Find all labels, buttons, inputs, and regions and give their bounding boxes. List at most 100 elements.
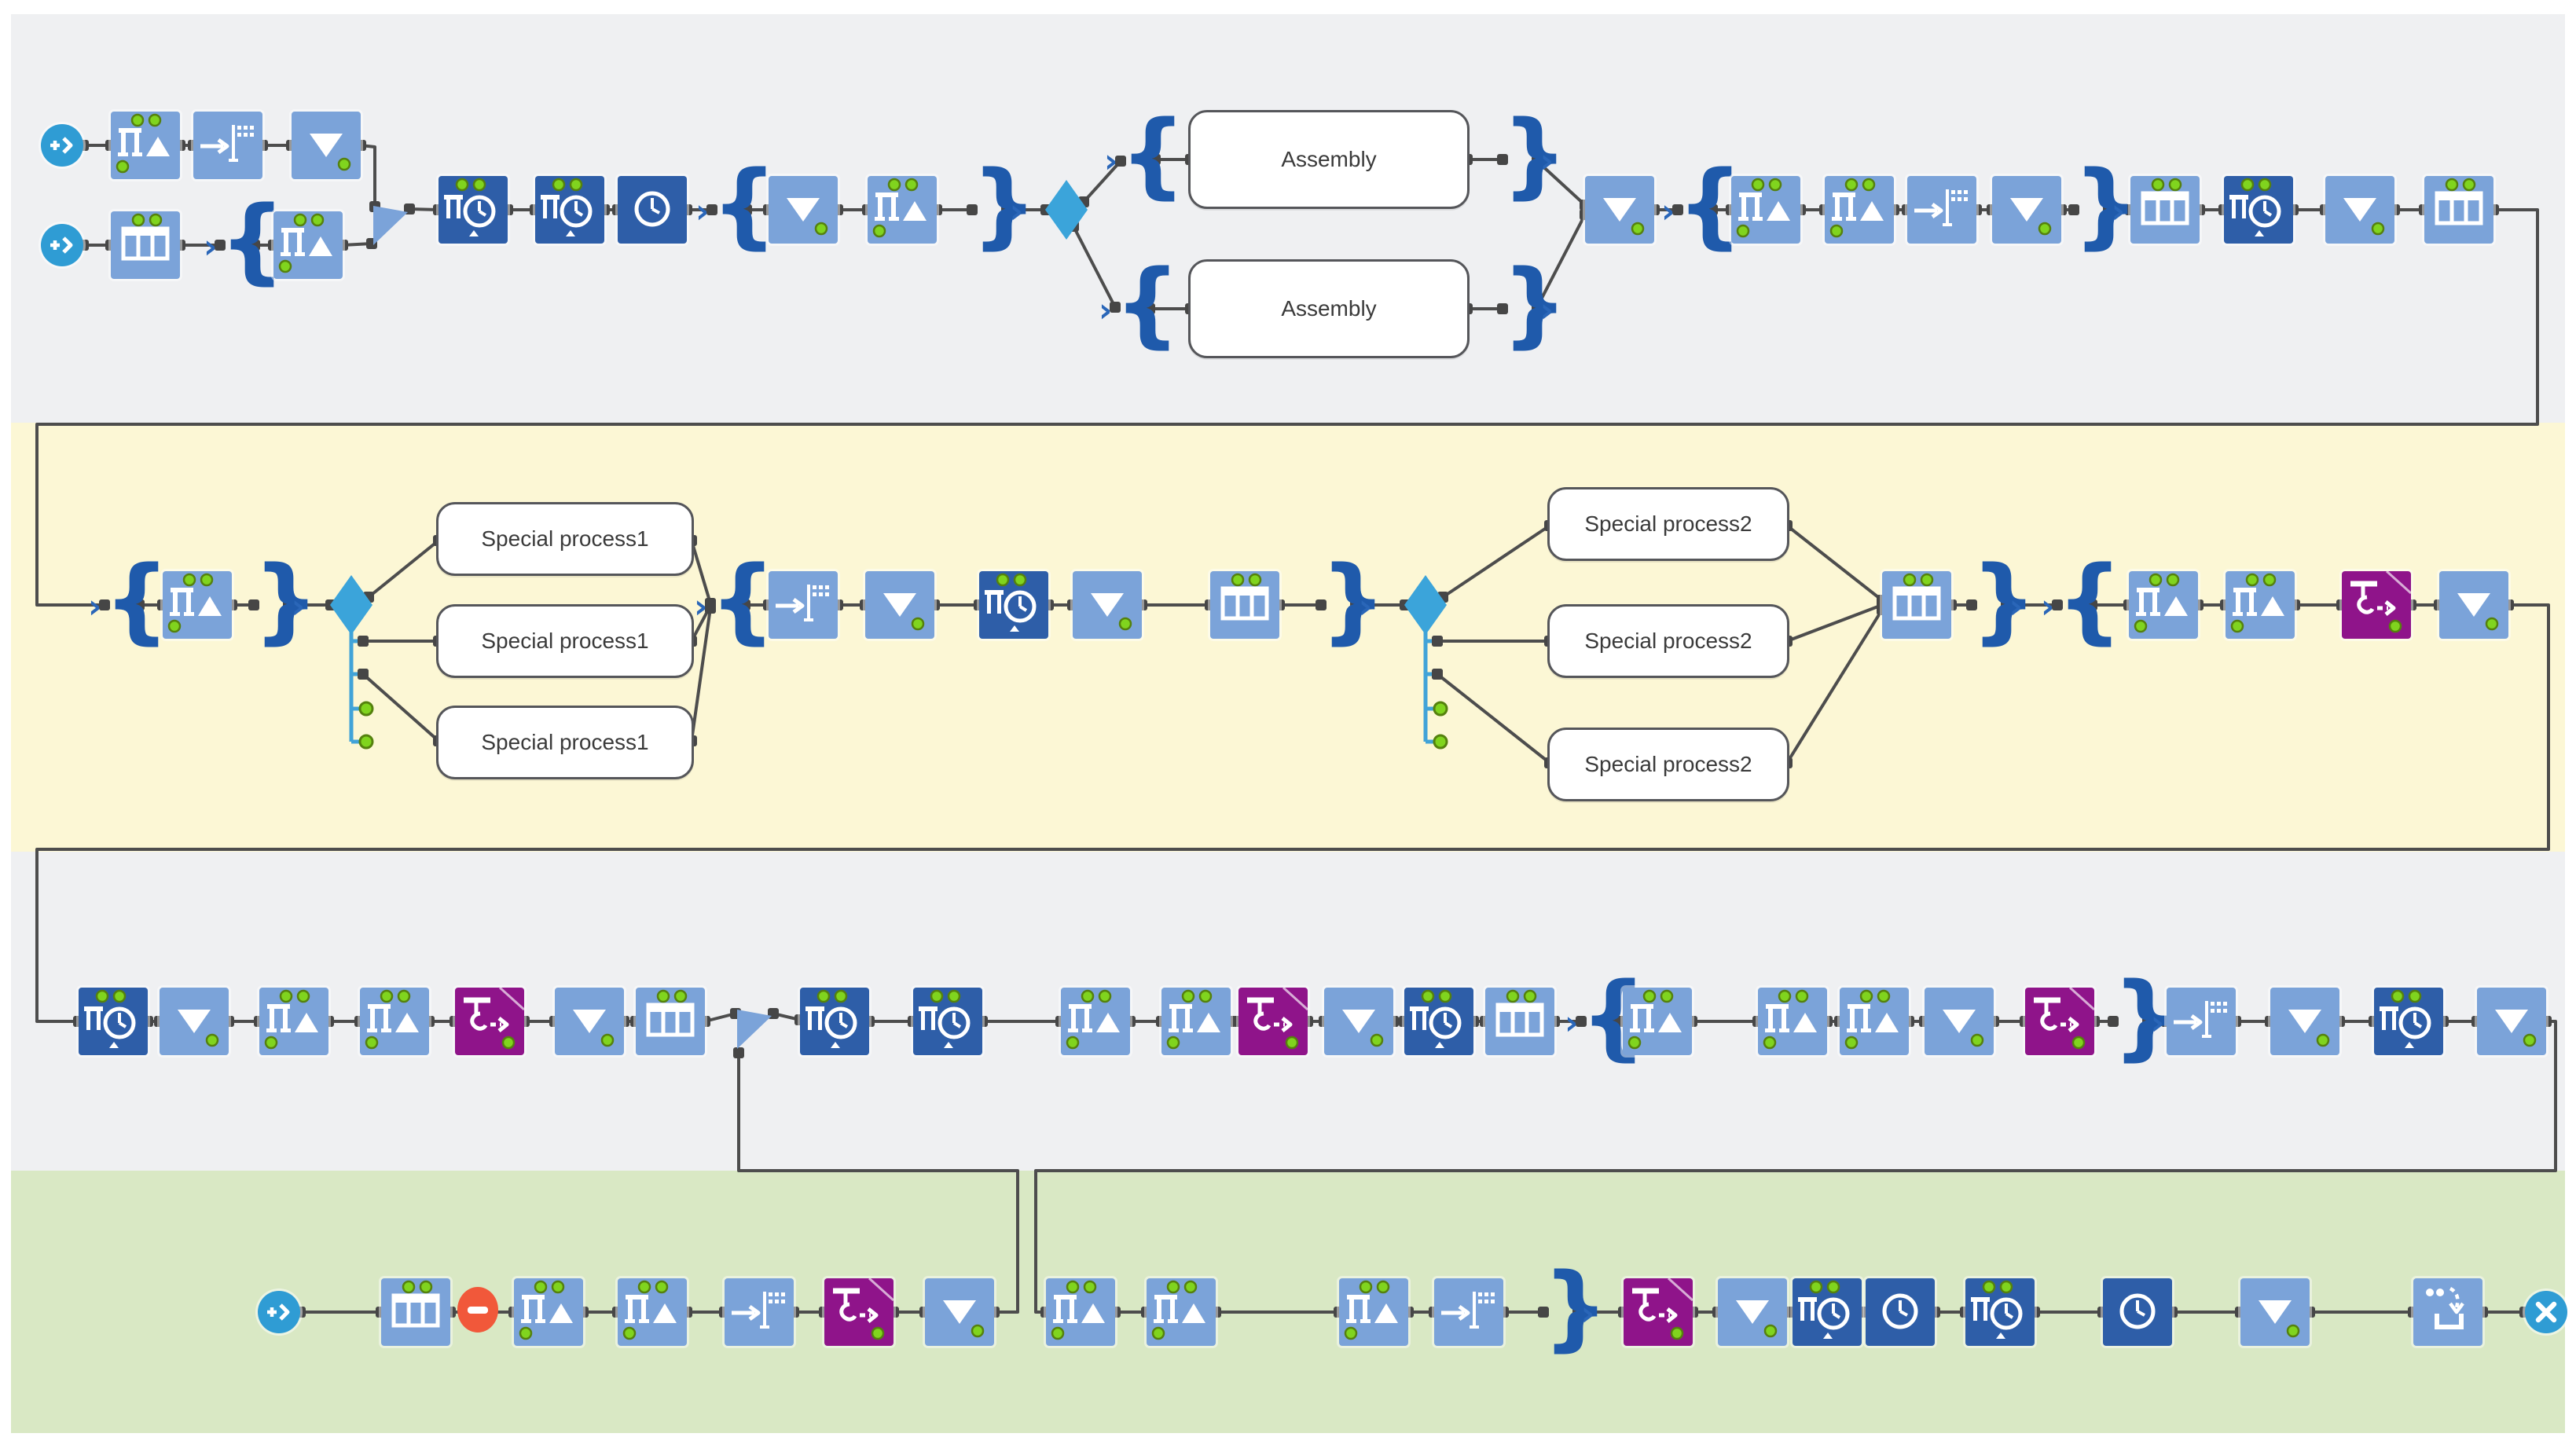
timed-station-block[interactable] xyxy=(800,988,869,1055)
signal-flag-block[interactable] xyxy=(725,1278,794,1346)
free-exit-port[interactable] xyxy=(1433,734,1448,750)
close-brace-connector[interactable]: }› xyxy=(2073,150,2140,258)
process-label[interactable]: Special process1 xyxy=(436,502,694,576)
process-label[interactable]: Assembly xyxy=(1188,110,1470,209)
store-exit-block[interactable] xyxy=(2413,1278,2482,1346)
station-block[interactable] xyxy=(259,988,328,1055)
process-label[interactable]: Special process2 xyxy=(1547,728,1789,801)
station-block[interactable] xyxy=(273,211,343,279)
open-brace-connector[interactable]: {› xyxy=(1661,150,1744,258)
table-block[interactable] xyxy=(381,1278,450,1346)
decision-diamond[interactable] xyxy=(1404,574,1448,636)
close-brace-connector[interactable]: }› xyxy=(1502,249,1569,357)
buffer-block[interactable] xyxy=(2325,176,2394,244)
transfer-out-block[interactable] xyxy=(1624,1278,1693,1346)
station-block[interactable] xyxy=(1339,1278,1408,1346)
buffer-block[interactable] xyxy=(555,988,624,1055)
station-block[interactable] xyxy=(2129,571,2198,639)
merge-connector[interactable] xyxy=(736,1009,772,1050)
buffer-block[interactable] xyxy=(292,112,361,179)
station-block[interactable] xyxy=(1147,1278,1216,1346)
open-brace-connector[interactable]: {› xyxy=(1099,249,1181,357)
delay-block[interactable] xyxy=(618,176,687,244)
delay-block[interactable] xyxy=(2103,1278,2172,1346)
station-block[interactable] xyxy=(111,112,180,179)
source-start-node[interactable] xyxy=(41,124,83,167)
close-brace-connector[interactable]: }› xyxy=(1320,545,1387,654)
open-brace-connector[interactable]: {› xyxy=(1565,962,1647,1070)
station-block[interactable] xyxy=(514,1278,583,1346)
source-start-node[interactable] xyxy=(41,224,83,266)
buffer-block[interactable] xyxy=(2477,988,2546,1055)
open-brace-connector[interactable]: {› xyxy=(204,185,286,294)
free-exit-port[interactable] xyxy=(358,701,374,717)
table-block[interactable] xyxy=(636,988,705,1055)
process-label[interactable]: Special process2 xyxy=(1547,487,1789,561)
buffer-block[interactable] xyxy=(1073,571,1142,639)
signal-flag-block[interactable] xyxy=(769,571,838,639)
delay-block[interactable] xyxy=(1866,1278,1935,1346)
station-block[interactable] xyxy=(1161,988,1231,1055)
table-block[interactable] xyxy=(1882,571,1951,639)
buffer-block[interactable] xyxy=(2240,1278,2310,1346)
blocked-marker[interactable] xyxy=(457,1287,498,1333)
buffer-block[interactable] xyxy=(865,571,934,639)
signal-flag-block[interactable] xyxy=(1907,176,1976,244)
transfer-out-block[interactable] xyxy=(2342,571,2411,639)
buffer-block[interactable] xyxy=(769,176,838,244)
table-block[interactable] xyxy=(2130,176,2200,244)
transfer-out-block[interactable] xyxy=(2025,988,2094,1055)
transfer-out-block[interactable] xyxy=(455,988,524,1055)
close-brace-connector[interactable]: }› xyxy=(1502,100,1569,208)
timed-station-block[interactable] xyxy=(535,176,604,244)
signal-flag-block[interactable] xyxy=(2167,988,2236,1055)
table-block[interactable] xyxy=(1210,571,1279,639)
timed-station-block[interactable] xyxy=(979,571,1048,639)
source-start-node[interactable] xyxy=(258,1291,300,1333)
decision-diamond[interactable] xyxy=(329,574,373,636)
table-block[interactable] xyxy=(1485,988,1554,1055)
station-block[interactable] xyxy=(1840,988,1909,1055)
transfer-out-block[interactable] xyxy=(1238,988,1308,1055)
buffer-block[interactable] xyxy=(1585,176,1654,244)
free-exit-port[interactable] xyxy=(1433,701,1448,717)
station-block[interactable] xyxy=(163,571,232,639)
station-block[interactable] xyxy=(868,176,937,244)
station-block[interactable] xyxy=(2226,571,2295,639)
station-block[interactable] xyxy=(1046,1278,1115,1346)
timed-station-block[interactable] xyxy=(913,988,982,1055)
station-block[interactable] xyxy=(360,988,429,1055)
transfer-out-block[interactable] xyxy=(824,1278,894,1346)
merge-connector[interactable] xyxy=(372,205,409,246)
table-block[interactable] xyxy=(2424,176,2493,244)
close-brace-connector[interactable]: }› xyxy=(971,150,1038,258)
decision-diamond[interactable] xyxy=(1044,179,1088,240)
buffer-block[interactable] xyxy=(2439,571,2508,639)
buffer-block[interactable] xyxy=(1324,988,1393,1055)
buffer-block[interactable] xyxy=(925,1278,994,1346)
open-brace-connector[interactable]: {› xyxy=(1104,100,1187,208)
process-label[interactable]: Assembly xyxy=(1188,259,1470,358)
open-brace-connector[interactable]: {› xyxy=(695,150,778,258)
buffer-block[interactable] xyxy=(2270,988,2339,1055)
timed-station-block[interactable] xyxy=(439,176,508,244)
close-brace-connector[interactable]: }› xyxy=(253,545,320,654)
buffer-block[interactable] xyxy=(1992,176,2061,244)
buffer-block[interactable] xyxy=(1718,1278,1787,1346)
buffer-block[interactable] xyxy=(160,988,229,1055)
timed-station-block[interactable] xyxy=(2224,176,2293,244)
open-brace-connector[interactable]: {› xyxy=(88,545,171,654)
timed-station-block[interactable] xyxy=(2374,988,2443,1055)
open-brace-connector[interactable]: {› xyxy=(694,545,776,654)
timed-station-block[interactable] xyxy=(1793,1278,1862,1346)
station-block[interactable] xyxy=(1623,988,1692,1055)
process-label[interactable]: Special process1 xyxy=(436,604,694,678)
station-block[interactable] xyxy=(1061,988,1130,1055)
station-block[interactable] xyxy=(1758,988,1827,1055)
free-exit-port[interactable] xyxy=(358,734,374,750)
station-block[interactable] xyxy=(1825,176,1894,244)
timed-station-block[interactable] xyxy=(79,988,148,1055)
process-label[interactable]: Special process2 xyxy=(1547,604,1789,678)
table-block[interactable] xyxy=(111,211,180,279)
close-brace-connector[interactable]: }› xyxy=(2112,962,2179,1070)
